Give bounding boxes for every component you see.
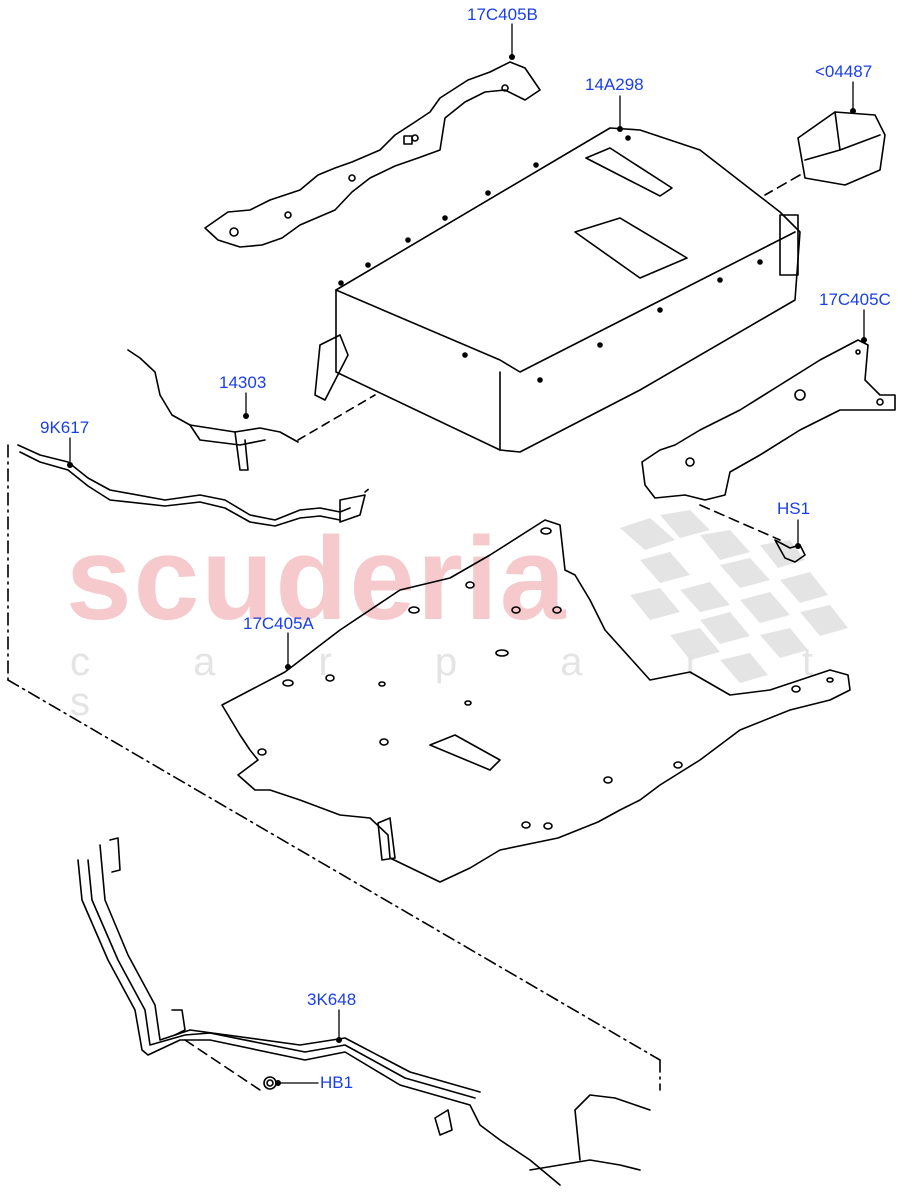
callout-3K648[interactable]: 3K648 bbox=[307, 990, 357, 1009]
bracket-17C405C-shape bbox=[641, 339, 896, 501]
bolt-HS1-shape bbox=[699, 504, 806, 563]
hose-9K617-shape bbox=[17, 444, 371, 527]
checker-watermark-icon bbox=[620, 510, 848, 683]
callout-17C405A[interactable]: 17C405A bbox=[243, 614, 314, 633]
callout-17C405B[interactable]: 17C405B bbox=[467, 5, 538, 24]
callout-HS1[interactable]: HS1 bbox=[777, 499, 811, 518]
callout-HB1[interactable]: HB1 bbox=[320, 1073, 354, 1092]
watermark-brand: scuderia bbox=[66, 513, 568, 645]
connector-04487-shape bbox=[764, 111, 886, 196]
bracket-17C405B-shape bbox=[204, 61, 541, 248]
callout-17C405C[interactable]: 17C405C bbox=[819, 290, 891, 309]
callout-9K617[interactable]: 9K617 bbox=[40, 418, 90, 437]
callout-04487[interactable]: <04487 bbox=[815, 62, 873, 81]
callout-14A298[interactable]: 14A298 bbox=[585, 75, 644, 94]
inverter-14A298-shape bbox=[314, 127, 801, 453]
nut-HB1-shape bbox=[184, 1039, 277, 1091]
cable-14303-shape bbox=[127, 349, 376, 471]
pipes-3K648-shape bbox=[77, 837, 651, 1186]
callout-14303[interactable]: 14303 bbox=[219, 373, 267, 392]
plate-17C405A-shape bbox=[221, 519, 851, 883]
